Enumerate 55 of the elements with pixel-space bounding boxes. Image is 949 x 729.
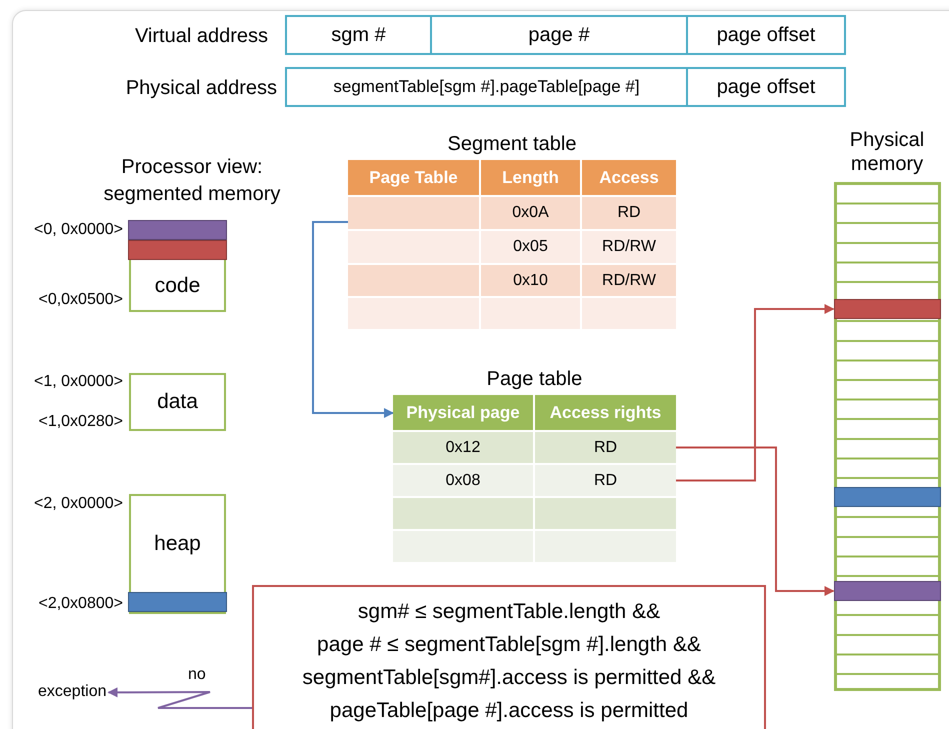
- field-label: Virtual address: [134, 24, 268, 49]
- address-field: page #: [430, 15, 688, 55]
- column-header: Page Table: [348, 160, 479, 195]
- memory-segment: [129, 494, 226, 614]
- memory-band: [128, 592, 227, 612]
- segment-name: code: [154, 274, 200, 298]
- column-header: Length: [481, 160, 580, 195]
- address-field: sgm #: [285, 15, 432, 55]
- table-cell: 0x10: [481, 265, 580, 296]
- segment-name: heap: [154, 532, 201, 556]
- table-cell: RD/RW: [582, 265, 676, 296]
- address-field: page offset: [686, 67, 846, 107]
- column-header: Access rights: [535, 395, 676, 430]
- table-cell: 0x0A: [481, 197, 580, 229]
- address-label: <0, 0x0000>: [33, 220, 123, 240]
- memory-title: Physical memory: [848, 128, 926, 176]
- arrow: [676, 446, 834, 596]
- field-label: Physical address: [124, 76, 277, 101]
- arrow: [676, 304, 834, 482]
- segment-name: data: [157, 390, 198, 414]
- table-cell: 0x05: [481, 231, 580, 263]
- memory-segment: [129, 220, 226, 312]
- table-title: Page table: [486, 367, 584, 391]
- table-cell: RD: [535, 465, 676, 496]
- table-cell: RD/RW: [582, 231, 676, 263]
- condition-text: pageTable[page #].access is permitted: [330, 698, 688, 724]
- table-title: Segment table: [446, 132, 578, 156]
- arrow: [108, 687, 252, 709]
- address-label: <2,0x0800>: [37, 594, 123, 614]
- address-field: page offset: [686, 15, 846, 55]
- column-header: Physical page: [393, 395, 533, 430]
- address-label: <2, 0x0000>: [33, 494, 123, 514]
- address-label: <0,0x0500>: [37, 290, 123, 310]
- condition-box: [252, 585, 766, 729]
- outcome-label: exception: [38, 682, 106, 703]
- address-label: <1,0x0280>: [37, 412, 123, 432]
- table-cell: RD: [582, 197, 676, 229]
- section-title: Processor view: segmented memory: [102, 155, 282, 207]
- address-field: segmentTable[sgm #].pageTable[page #]: [285, 67, 688, 107]
- condition-text: sgm# ≤ segmentTable.length &&: [358, 599, 660, 625]
- table-cell: [348, 197, 479, 229]
- condition-text: segmentTable[sgm#].access is permitted &&: [302, 665, 716, 691]
- address-label: <1, 0x0000>: [33, 372, 123, 392]
- memory-segment: [129, 373, 226, 431]
- memory-band: [128, 240, 227, 260]
- memory-band: [834, 581, 940, 601]
- table-cell: 0x12: [393, 432, 533, 463]
- table-cell: RD: [535, 432, 676, 463]
- column-header: Access: [582, 160, 676, 195]
- memory-band: [128, 220, 227, 240]
- condition-text: page # ≤ segmentTable[sgm #].length &&: [317, 632, 701, 658]
- memory-band: [834, 299, 940, 319]
- memory-band: [834, 487, 940, 507]
- table-cell: 0x08: [393, 465, 533, 496]
- arrow: [312, 221, 394, 418]
